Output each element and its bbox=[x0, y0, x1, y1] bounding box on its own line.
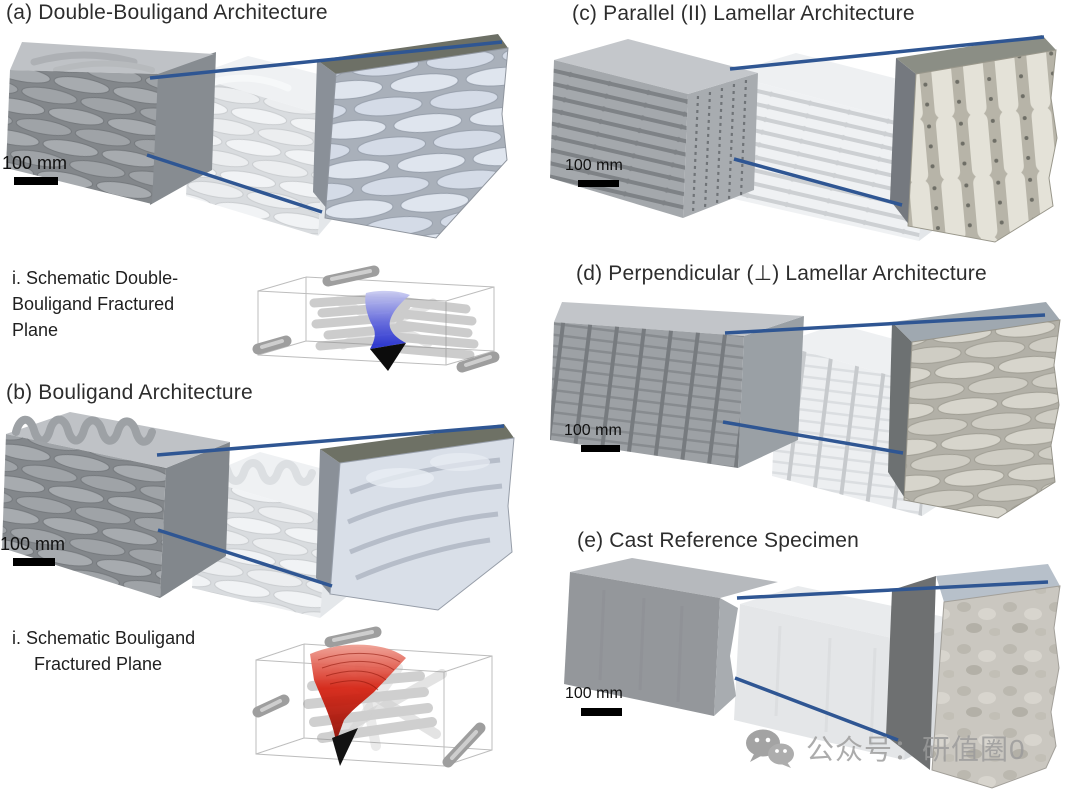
fracture-plane-red bbox=[310, 644, 406, 742]
panel-a-specimen-photo bbox=[6, 34, 509, 239]
panel-e-title: (e) Cast Reference Specimen bbox=[577, 529, 860, 552]
zoom-line-top bbox=[736, 580, 1049, 600]
wireframe-box bbox=[257, 276, 495, 366]
fracture-cross-section bbox=[683, 73, 758, 218]
beam-front-half bbox=[564, 558, 778, 716]
panel-b-specimen-photo bbox=[2, 412, 515, 618]
schematic-bouligand bbox=[252, 626, 493, 768]
panel-c-specimen-photo bbox=[550, 35, 1058, 243]
panel-e-specimen-photo bbox=[564, 558, 1061, 789]
zoom-line-bottom bbox=[157, 528, 333, 588]
closeup-fracture-photo bbox=[888, 302, 1061, 519]
fracture-plane-base bbox=[332, 728, 358, 766]
scale-bar-label: 100 mm bbox=[0, 534, 66, 554]
scale-bar-line bbox=[14, 177, 58, 185]
zoom-lines bbox=[722, 313, 1046, 455]
inset-label-line: Plane bbox=[12, 320, 59, 340]
panel-e-scale-bar: 100 mm bbox=[565, 684, 623, 716]
inset-label-line: Bouligand Fractured bbox=[12, 294, 175, 314]
closeup-fracture-photo bbox=[316, 424, 515, 611]
support-cylinder-highlights bbox=[260, 269, 492, 367]
panel-a-title: (a) Double-Bouligand Architecture bbox=[6, 1, 328, 24]
zoom-line-top bbox=[149, 40, 503, 80]
scale-bar-line bbox=[581, 445, 620, 452]
panel-a-inset-label: i. Schematic Double- Bouligand Fractured… bbox=[12, 265, 232, 343]
zoom-line-top bbox=[729, 35, 1045, 71]
scale-bar-label: 100 mm bbox=[565, 157, 623, 174]
fracture-plane-base bbox=[370, 343, 406, 371]
panel-c-scale-bar: 100 mm bbox=[565, 156, 623, 187]
closeup-fracture-photo bbox=[886, 564, 1061, 789]
panel-d-specimen-photo bbox=[550, 302, 1061, 519]
fracture-face bbox=[714, 598, 738, 716]
scale-bar-line bbox=[578, 180, 619, 187]
panel-c-title: (c) Parallel (II) Lamellar Architecture bbox=[572, 2, 915, 25]
zoom-lines bbox=[734, 580, 1049, 742]
inset-label-line: i. Schematic Bouligand bbox=[12, 628, 196, 648]
panel-d-title: (d) Perpendicular (⊥) Lamellar Architect… bbox=[576, 262, 987, 285]
panel-b-inset-label: i. Schematic Bouligand Fractured Plane bbox=[12, 625, 252, 677]
fracture-plane-blue bbox=[365, 290, 410, 349]
scale-bar-line bbox=[13, 558, 55, 566]
support-cylinder-highlights bbox=[260, 630, 478, 760]
zoom-lines bbox=[729, 35, 1045, 207]
fracture-plane-hatch bbox=[317, 653, 401, 691]
scale-bar-line bbox=[581, 708, 622, 716]
fracture-face bbox=[160, 442, 230, 598]
zoom-line-bottom bbox=[722, 420, 904, 455]
zoom-lines bbox=[146, 40, 503, 214]
zoom-line-top bbox=[724, 313, 1046, 335]
closeup-fracture-photo bbox=[890, 35, 1058, 243]
watermark-text: 公众号：研值圈0 bbox=[806, 734, 1026, 765]
wechat-icon bbox=[746, 729, 794, 768]
inset-label-line: Fractured Plane bbox=[34, 654, 163, 674]
scale-bar-label: 100 mm bbox=[564, 422, 622, 439]
zoom-line-bottom bbox=[733, 157, 903, 207]
beam-front-half bbox=[550, 302, 804, 468]
beam-front-half bbox=[550, 39, 758, 218]
panel-b-title: (b) Bouligand Architecture bbox=[6, 381, 253, 404]
schematic-double-bouligand bbox=[252, 265, 500, 373]
zoom-line-bottom bbox=[146, 153, 323, 214]
zoom-line-top bbox=[156, 424, 505, 457]
panel-a-scale-bar: 100 mm bbox=[2, 153, 67, 185]
zoom-line-bottom bbox=[734, 676, 899, 742]
watermark: 公众号：研值圈0 bbox=[742, 727, 1026, 769]
panel-d-scale-bar: 100 mm bbox=[564, 421, 622, 452]
inset-label-line: i. Schematic Double- bbox=[12, 268, 179, 288]
beam-front-half bbox=[6, 42, 214, 204]
fracture-face bbox=[150, 52, 216, 205]
scale-bar-label: 100 mm bbox=[2, 153, 68, 173]
panel-b-scale-bar: 100 mm bbox=[0, 534, 65, 566]
scale-bar-label: 100 mm bbox=[565, 685, 623, 702]
closeup-fracture-photo bbox=[313, 34, 509, 239]
fracture-face bbox=[738, 316, 804, 468]
wireframe-box bbox=[255, 643, 493, 767]
zoom-lines bbox=[156, 424, 505, 588]
